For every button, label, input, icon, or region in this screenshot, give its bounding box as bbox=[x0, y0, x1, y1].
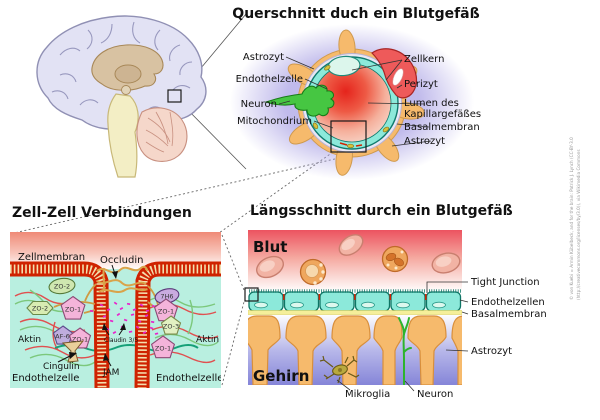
af6-text: AF-6 bbox=[55, 333, 70, 341]
zellzell-arrows bbox=[57, 264, 126, 367]
cerebellum-shape bbox=[136, 107, 188, 162]
zo2-hex-text: ZO-2 bbox=[32, 305, 48, 313]
zellzell-title: Zell-Zell Verbindungen bbox=[12, 205, 192, 221]
label-endothelzelle-left: Endothelzelle bbox=[12, 373, 79, 384]
querschnitt-title: Querschnitt duch ein Blutgefäß bbox=[232, 6, 479, 22]
right-membrane-core bbox=[137, 264, 221, 388]
label-lumen-line2: Kapillargefäßes bbox=[404, 109, 481, 120]
occludin-strands bbox=[96, 265, 148, 293]
attribution-line1: © von Kuebi = Armin Kübelbeck, and for t… bbox=[569, 137, 574, 300]
erythrocytes bbox=[255, 234, 461, 279]
junction-zoom-marker-square bbox=[244, 287, 259, 302]
junction-proteins bbox=[26, 277, 182, 363]
zo2-ellipse-shape bbox=[48, 277, 76, 295]
label-cingulin: Cingulin bbox=[43, 362, 80, 372]
thalamus-shape bbox=[114, 64, 142, 84]
zo1-left2-text: ZO-1 bbox=[72, 336, 88, 344]
zo3-text: ZO-3 bbox=[163, 323, 179, 331]
label-zellkern: Zellkern bbox=[404, 54, 444, 65]
cerebellum-texture-lines bbox=[145, 111, 174, 153]
leukocyte-with-vesicles bbox=[299, 258, 327, 286]
pericyte-nucleus bbox=[392, 68, 404, 86]
querschnitt-pointer-lines bbox=[278, 56, 432, 147]
cytoplasm-background bbox=[10, 269, 221, 388]
zellzell-panel: Zell-Zell Verbindungen bbox=[10, 205, 223, 388]
zellzell-labels: Zellmembran Occludin Aktin Aktin Cinguli… bbox=[12, 252, 223, 384]
label-perizyt: Perizyt bbox=[404, 79, 438, 90]
label-claudin: Claudin 3/5 bbox=[104, 337, 138, 344]
laengsschnitt-pointer-lines bbox=[336, 281, 469, 392]
capillary-zoom-dotted-line-right bbox=[13, 151, 366, 234]
label-mitochondrium: Mitochondrium bbox=[237, 116, 312, 127]
zo2-ellipse-text: ZO-2 bbox=[54, 283, 70, 291]
zo1-right2-text: ZO-1 bbox=[155, 345, 171, 353]
cell-membranes bbox=[10, 261, 221, 388]
junction-zoom-dashed-line-top bbox=[221, 234, 245, 291]
label-neuron: Neuron bbox=[241, 99, 277, 110]
label-zellmembran: Zellmembran bbox=[18, 252, 85, 263]
astrocyte-endfeet-columns bbox=[248, 315, 462, 385]
label-endothelzelle-right: Endothelzelle bbox=[156, 373, 223, 384]
junction-zoom-dashed-line-bottom bbox=[221, 301, 245, 386]
label-basalmembran-l: Basalmembran bbox=[471, 309, 547, 320]
label-jam: JAM bbox=[102, 368, 119, 378]
af6-pentagon bbox=[52, 325, 74, 345]
label-astrozyt-bottom: Astrozyt bbox=[404, 136, 445, 147]
capillary-zoom-marker-square bbox=[330, 120, 367, 153]
endothelial-cell-row bbox=[248, 289, 462, 312]
left-membrane-base bbox=[10, 261, 110, 388]
zo2-hexagon-left bbox=[26, 300, 54, 316]
microglia-cell bbox=[319, 355, 360, 384]
zo1-pentagon-left bbox=[60, 295, 86, 320]
neuron-process-shape bbox=[264, 84, 335, 117]
basal-membrane-strip bbox=[248, 310, 462, 315]
label-mikroglia: Mikroglia bbox=[345, 389, 390, 400]
label-aktin-left: Aktin bbox=[18, 335, 41, 345]
zo1-right-text: ZO-1 bbox=[158, 308, 174, 316]
label-endothelzelle: Endothelzelle bbox=[236, 74, 303, 85]
neuron-fiber bbox=[398, 317, 412, 385]
label-aktin-right: Aktin bbox=[196, 335, 219, 345]
zo1-pentagon-right2 bbox=[150, 335, 176, 359]
pericyte-shape bbox=[371, 48, 418, 99]
label-endothelzellen: Endothelzellen bbox=[471, 297, 545, 308]
protein-texts: ZO-2 ZO-1 ZO-2 AF-6 ZO-1 7H6 ZO-1 ZO-3 Z… bbox=[32, 283, 179, 353]
h7h6-text: 7H6 bbox=[160, 293, 173, 301]
querschnitt-panel: Querschnitt duch ein Blutgefäß bbox=[230, 6, 481, 180]
label-occludin: Occludin bbox=[100, 255, 143, 266]
label-neuron-l: Neuron bbox=[417, 389, 453, 400]
zo3-pentagon bbox=[160, 315, 182, 335]
label-lumen-line1: Lumen des bbox=[404, 98, 459, 109]
label-astrozyt-l: Astrozyt bbox=[471, 346, 512, 357]
midbrain-detail bbox=[121, 85, 131, 95]
cingulin-shape bbox=[61, 340, 85, 363]
brain-illustration bbox=[36, 15, 207, 178]
attribution-line2: (http://creativecommons.org/licenses/by/… bbox=[576, 149, 581, 300]
label-blut: Blut bbox=[253, 238, 287, 256]
label-astrozyt-top: Astrozyt bbox=[243, 52, 284, 63]
brainstem-shape bbox=[107, 93, 139, 178]
endothelial-nuclei bbox=[254, 301, 446, 309]
leukocyte-with-nucleus bbox=[381, 245, 409, 273]
label-gehirn: Gehirn bbox=[253, 367, 309, 385]
claudin-dots bbox=[89, 301, 159, 335]
junction-red-marks bbox=[283, 294, 427, 300]
tight-junction-marks bbox=[339, 142, 363, 147]
zo1-left-text: ZO-1 bbox=[65, 306, 81, 314]
label-basalmembran-q: Basalmembran bbox=[404, 122, 480, 133]
attribution-text: © von Kuebi = Armin Kübelbeck, and for t… bbox=[569, 137, 581, 300]
brain-zoom-marker-square bbox=[167, 89, 182, 103]
label-tight-junction: Tight Junction bbox=[470, 277, 540, 288]
laengsschnitt-title: Längsschnitt durch ein Blutgefäß bbox=[250, 203, 513, 219]
laengsschnitt-panel: Längsschnitt durch ein Blutgefäß bbox=[244, 203, 547, 400]
